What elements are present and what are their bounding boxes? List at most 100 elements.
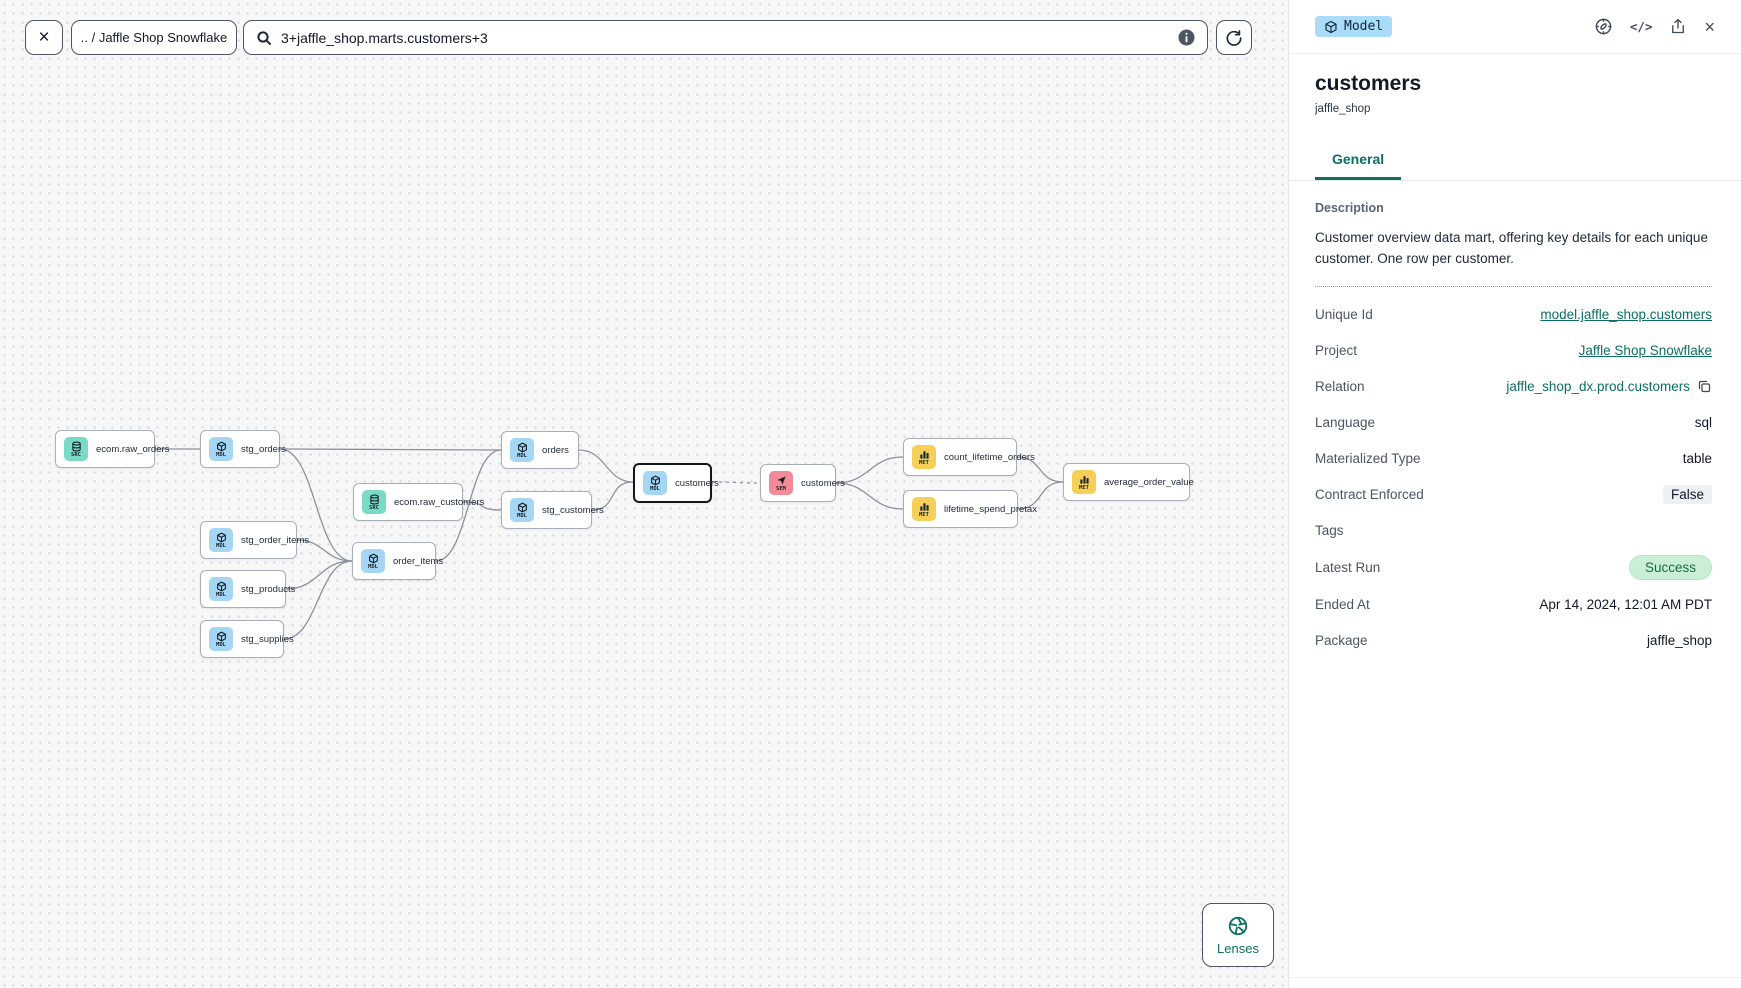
property-value: False xyxy=(1662,485,1712,504)
property-value: jaffle_shop_dx.prod.customers xyxy=(1506,379,1712,394)
node-label: ecom.raw_orders xyxy=(96,443,170,455)
model-cube-icon: MDL xyxy=(361,549,385,573)
panel-subtitle: jaffle_shop xyxy=(1315,103,1371,115)
graph-node-stg_supplies[interactable]: MDL stg_supplies xyxy=(200,620,294,658)
node-label: ecom.raw_customers xyxy=(394,496,485,508)
property-label: Latest Run xyxy=(1315,560,1381,575)
breadcrumb[interactable]: .. / Jaffle Shop Snowflake xyxy=(71,20,237,55)
node-label: stg_order_items xyxy=(241,534,310,546)
property-label: Ended At xyxy=(1315,597,1370,612)
property-row: Latest Run Success xyxy=(1315,555,1712,580)
node-label: stg_customers xyxy=(542,504,604,516)
property-value: Apr 14, 2024, 12:01 AM PDT xyxy=(1539,597,1712,612)
graph-node-stg_order_items[interactable]: MDL stg_order_items xyxy=(200,521,309,559)
graph-node-order_items[interactable]: MDL order_items xyxy=(352,542,443,580)
property-row: Tags xyxy=(1315,519,1712,542)
property-row: Package jaffle_shop xyxy=(1315,629,1712,652)
info-icon[interactable] xyxy=(1178,29,1195,46)
lineage-search-bar[interactable] xyxy=(243,20,1208,55)
property-label: Tags xyxy=(1315,523,1344,538)
lenses-label: Lenses xyxy=(1217,940,1259,956)
refresh-button[interactable] xyxy=(1216,20,1252,55)
metric-icon: MET xyxy=(912,497,936,521)
property-value: jaffle_shop xyxy=(1646,633,1712,648)
property-row: Relation jaffle_shop_dx.prod.customers xyxy=(1315,375,1712,398)
source-database-icon: SRC xyxy=(64,437,88,461)
close-lineage-button[interactable]: × xyxy=(25,20,63,55)
property-label: Contract Enforced xyxy=(1315,487,1424,502)
graph-node-lifetime_spend_pretax[interactable]: MET lifetime_spend_pretax xyxy=(903,490,1037,528)
property-value: table xyxy=(1682,451,1712,466)
graph-node-stg_products[interactable]: MDL stg_products xyxy=(200,570,295,608)
property-value: sql xyxy=(1694,415,1712,430)
metric-icon: MET xyxy=(1072,470,1096,494)
property-value: Success xyxy=(1628,555,1712,580)
property-row: Materialized Type table xyxy=(1315,447,1712,470)
property-label: Materialized Type xyxy=(1315,451,1421,466)
model-cube-icon: MDL xyxy=(209,528,233,552)
search-input[interactable] xyxy=(281,29,1169,46)
node-label: customers xyxy=(675,477,719,489)
lenses-button[interactable]: Lenses xyxy=(1202,903,1274,967)
graph-node-orders[interactable]: MDL orders xyxy=(501,431,579,469)
model-cube-icon: MDL xyxy=(510,438,534,462)
property-label: Relation xyxy=(1315,379,1365,394)
panel-title: customers xyxy=(1315,72,1422,95)
property-row: Contract Enforced False xyxy=(1315,483,1712,506)
node-label: stg_supplies xyxy=(241,633,294,645)
divider xyxy=(1315,286,1712,287)
property-value[interactable]: model.jaffle_shop.customers xyxy=(1540,307,1712,322)
semantic-model-icon: SEM xyxy=(769,471,793,495)
graph-node-customers[interactable]: MDL customers xyxy=(633,463,719,503)
graph-node-customers_sem[interactable]: SEM customers xyxy=(760,464,845,502)
description-text: Customer overview data mart, offering ke… xyxy=(1315,230,1708,266)
graph-node-count_lifetime_orders[interactable]: MET count_lifetime_orders xyxy=(903,438,1035,476)
panel-close-icon[interactable]: × xyxy=(1704,16,1715,37)
graph-node-ecom.raw_customers[interactable]: SRC ecom.raw_customers xyxy=(353,483,484,521)
search-icon xyxy=(256,30,272,46)
code-icon[interactable]: </> xyxy=(1629,19,1653,34)
node-label: average_order_value xyxy=(1104,476,1194,488)
close-icon: × xyxy=(38,26,50,48)
node-label: stg_orders xyxy=(241,443,286,455)
breadcrumb-label: .. / Jaffle Shop Snowflake xyxy=(80,30,228,45)
model-cube-icon: MDL xyxy=(209,577,233,601)
property-label: Project xyxy=(1315,343,1358,358)
node-label: lifetime_spend_pretax xyxy=(944,503,1037,515)
panel-tabs: General xyxy=(1289,143,1741,181)
property-label: Package xyxy=(1315,633,1368,648)
node-label: customers xyxy=(801,477,845,489)
resource-type-badge: Model xyxy=(1315,16,1393,37)
panel-footer-divider xyxy=(1289,977,1741,978)
node-label: count_lifetime_orders xyxy=(944,451,1035,463)
node-label: stg_products xyxy=(241,583,296,595)
property-label: Unique Id xyxy=(1315,307,1373,322)
model-cube-icon: MDL xyxy=(510,498,534,522)
property-label: Language xyxy=(1315,415,1376,430)
explore-compass-icon[interactable] xyxy=(1594,17,1613,36)
model-cube-icon xyxy=(1324,20,1338,34)
metric-icon: MET xyxy=(912,445,936,469)
description-label: Description xyxy=(1315,201,1384,215)
share-icon[interactable] xyxy=(1669,17,1687,36)
copy-icon[interactable] xyxy=(1697,379,1712,394)
model-cube-icon: MDL xyxy=(643,471,667,495)
panel-header: Model </> × xyxy=(1289,0,1741,54)
node-label: orders xyxy=(542,444,569,456)
property-value[interactable]: Jaffle Shop Snowflake xyxy=(1578,343,1712,358)
status-badge: Success xyxy=(1628,555,1712,580)
graph-node-stg_customers[interactable]: MDL stg_customers xyxy=(501,491,604,529)
source-database-icon: SRC xyxy=(362,490,386,514)
graph-node-ecom.raw_orders[interactable]: SRC ecom.raw_orders xyxy=(55,430,169,468)
graph-node-average_order_value[interactable]: MET average_order_value xyxy=(1063,463,1194,501)
model-cube-icon: MDL xyxy=(209,627,233,651)
property-row: Language sql xyxy=(1315,411,1712,434)
property-row: Unique Id model.jaffle_shop.customers xyxy=(1315,303,1712,326)
details-panel: Model </> × customers jaffle_shop Gener xyxy=(1288,0,1741,988)
edges-layer xyxy=(155,448,1064,640)
node-label: order_items xyxy=(393,555,444,567)
tab-general[interactable]: General xyxy=(1315,143,1402,180)
